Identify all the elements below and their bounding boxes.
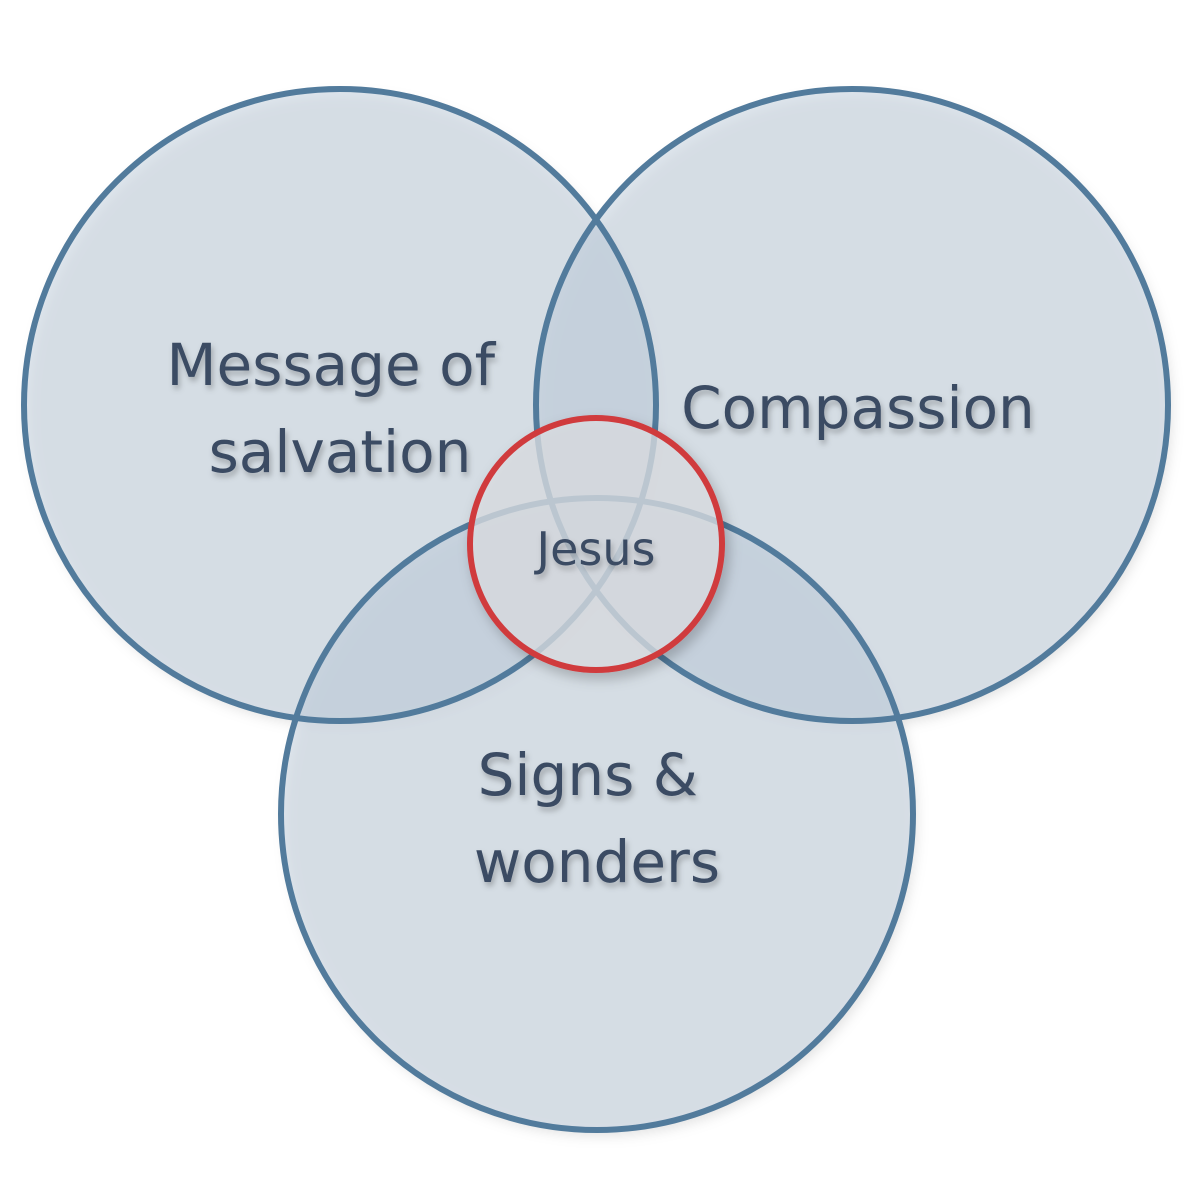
circle-outline-message — [21, 86, 659, 724]
label-message-of-salvation: Message of salvation — [167, 331, 514, 486]
circle-outline-compassion — [533, 86, 1171, 724]
circle-signs-and-wonders — [281, 498, 913, 1130]
label-signs-and-wonders: Signs & wonders — [474, 741, 720, 896]
label-compassion: Compassion — [681, 374, 1035, 442]
center-circle-jesus — [467, 415, 725, 673]
label-jesus: Jesus — [534, 522, 656, 576]
